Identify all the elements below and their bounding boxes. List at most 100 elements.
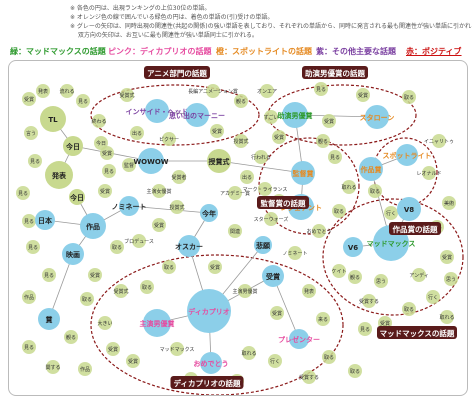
word-circle	[254, 150, 268, 164]
word-label: 受賞	[324, 118, 334, 125]
node-label: 助演男優賞	[278, 111, 313, 120]
word-circle	[440, 310, 454, 324]
word-label: 受賞式	[113, 288, 128, 295]
word-circle	[26, 240, 40, 254]
topic-label: アニメ部門の話題	[147, 68, 207, 78]
node-label: マッドマックス	[367, 239, 416, 248]
word-circle	[288, 246, 302, 260]
node-circle	[187, 289, 231, 333]
node-circle	[145, 99, 169, 123]
word-label: 今日	[96, 140, 106, 147]
word-label: 行われる	[251, 154, 271, 161]
word-label: 見る	[330, 155, 340, 161]
word-label: 観る	[350, 274, 360, 281]
word-circle	[152, 218, 166, 232]
topic-ellipse	[90, 84, 260, 146]
word-circle	[42, 268, 56, 282]
topic-label: 助演男優賞の話題	[305, 68, 365, 78]
word-label: 受賞者	[171, 174, 186, 181]
edge-line	[48, 253, 74, 320]
word-circle	[228, 224, 242, 238]
topic-label: 作品賞の話題	[393, 224, 438, 234]
node-circle	[282, 102, 308, 128]
word-label: アンディ	[409, 272, 428, 279]
word-label: マーク・ライランス	[243, 187, 288, 193]
word-circle	[98, 184, 112, 198]
word-label: 見る	[18, 191, 28, 197]
node-circle	[291, 161, 315, 185]
word-circle	[22, 214, 36, 228]
word-circle	[322, 114, 336, 128]
word-label: 発表	[304, 288, 314, 295]
word-label: 受賞する	[299, 374, 319, 381]
word-network-diagram: 受賞発表流れる見る言う終わる見る今日見る受賞式出るピクサー長編アニメーション賞観…	[16, 66, 464, 396]
word-circle	[92, 114, 106, 128]
word-label: オンエア	[257, 89, 277, 95]
word-circle	[440, 250, 454, 264]
node-circle	[62, 243, 84, 265]
node-circle	[397, 197, 421, 221]
word-label: 見る	[24, 219, 34, 225]
word-label: 受賞	[442, 254, 452, 261]
topic-label-box	[257, 196, 309, 209]
note-line-4: 双方向の矢印は、お互いに最も関連性が強い単語同士に引かれる。	[70, 32, 258, 39]
word-circle	[208, 260, 222, 274]
word-circle	[302, 284, 316, 298]
node-label: V8	[404, 206, 414, 214]
word-circle	[264, 212, 278, 226]
word-label: 来る	[318, 317, 328, 323]
word-label: 受賞する	[359, 298, 379, 305]
word-circle	[114, 284, 128, 298]
word-label: 美術	[444, 200, 454, 207]
node-label: スポットライト	[383, 151, 432, 160]
word-circle	[240, 170, 254, 184]
node-label: 賞	[46, 315, 53, 324]
word-circle	[348, 270, 362, 284]
word-circle	[384, 206, 398, 220]
legend-green: 緑：マッドマックスの話題	[10, 47, 106, 56]
word-label: 見る	[316, 87, 326, 93]
topic-label-box	[377, 326, 457, 339]
node-circle	[289, 329, 309, 349]
node-label: WOWOW	[133, 158, 168, 166]
word-label: 取る	[350, 369, 360, 375]
topic-ellipse	[322, 198, 464, 316]
node-label: プレゼンター	[278, 335, 320, 344]
word-label: 受賞	[212, 128, 222, 135]
word-label: 受賞	[358, 92, 368, 99]
word-label: ブロデュース	[124, 238, 154, 245]
word-label: 取る	[142, 285, 152, 291]
node-label: オスカー	[175, 243, 203, 251]
word-label: すごい	[263, 114, 278, 121]
word-label: 受賞	[102, 150, 112, 157]
node-label: 映画	[66, 250, 80, 259]
node-label: インサイド・ヘッド	[126, 108, 189, 116]
word-label: 見る	[30, 159, 40, 165]
word-circle	[22, 290, 36, 304]
legend-purple: 紫：その他主要な話題	[316, 47, 396, 56]
node-label: 監督賞	[293, 169, 314, 178]
word-label: アカデミー賞	[220, 190, 250, 197]
word-circle	[264, 110, 278, 124]
node-circle	[359, 157, 383, 181]
word-label: 作品	[80, 366, 90, 373]
node-label: おめでとう	[194, 359, 229, 368]
word-circle	[210, 124, 224, 138]
word-circle	[206, 84, 220, 98]
word-circle	[260, 84, 274, 98]
word-label: 取る	[404, 307, 414, 313]
word-circle	[234, 94, 248, 108]
word-circle	[358, 322, 372, 336]
word-circle	[228, 186, 242, 200]
word-circle	[302, 370, 316, 384]
word-circle	[100, 146, 114, 160]
word-circle	[426, 290, 440, 304]
word-circle	[234, 134, 248, 148]
word-label: 思う	[446, 277, 456, 283]
word-label: 授賞式	[233, 138, 248, 145]
word-circle	[272, 130, 286, 144]
word-label: 受賞	[274, 134, 284, 141]
word-label: 主演男優賞	[232, 288, 257, 295]
note-line-2: ※ オレンジ色の線で囲んでいる緑色の円は、着色の単語の(引)受けの単語。	[70, 14, 274, 21]
word-label: 取る	[404, 95, 414, 101]
